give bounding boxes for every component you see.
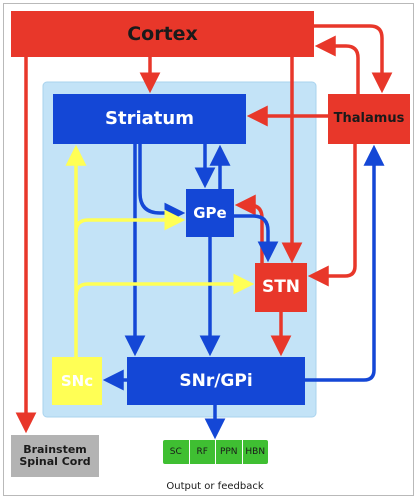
thalamus-to-stn-arrow bbox=[307, 144, 357, 287]
output-cell-rf: RF bbox=[188, 440, 216, 464]
snr-to-thalamus-arrow bbox=[305, 144, 385, 382]
brainstem-label: Brainstem bbox=[23, 442, 87, 456]
striatum-to-gpe-curve-arrow bbox=[138, 144, 186, 224]
spinal-cord-label: Spinal Cord bbox=[19, 455, 91, 468]
snr-gpi-node: SNr/GPi bbox=[127, 357, 305, 405]
figure-frame bbox=[3, 3, 414, 496]
thalamus-to-cortex-arrow bbox=[314, 35, 360, 94]
snc-to-gpe-arrow bbox=[74, 209, 186, 233]
striatum-node: Striatum bbox=[53, 94, 246, 144]
snc-node: SNc bbox=[52, 357, 102, 405]
thalamus-node: Thalamus bbox=[328, 94, 410, 144]
cortex-to-thalamus-arrow bbox=[314, 24, 393, 94]
gpe-to-stn-arrow bbox=[234, 214, 279, 263]
brainstem-spinal-cord-node: Brainstem Spinal Cord bbox=[11, 435, 99, 477]
output-cell-hbn: HBN bbox=[241, 440, 269, 464]
stn-node: STN bbox=[255, 263, 307, 312]
cortex-node: Cortex bbox=[11, 11, 314, 57]
basal-ganglia-region bbox=[42, 81, 317, 418]
snc-to-stn-arrow bbox=[74, 273, 255, 297]
gpe-node: GPe bbox=[186, 189, 234, 237]
output-targets: SC RF PPN HBN bbox=[163, 440, 268, 464]
output-cell-sc: SC bbox=[169, 447, 182, 457]
output-cell-ppn: PPN bbox=[215, 440, 242, 464]
output-caption: Output or feedback bbox=[166, 481, 264, 492]
